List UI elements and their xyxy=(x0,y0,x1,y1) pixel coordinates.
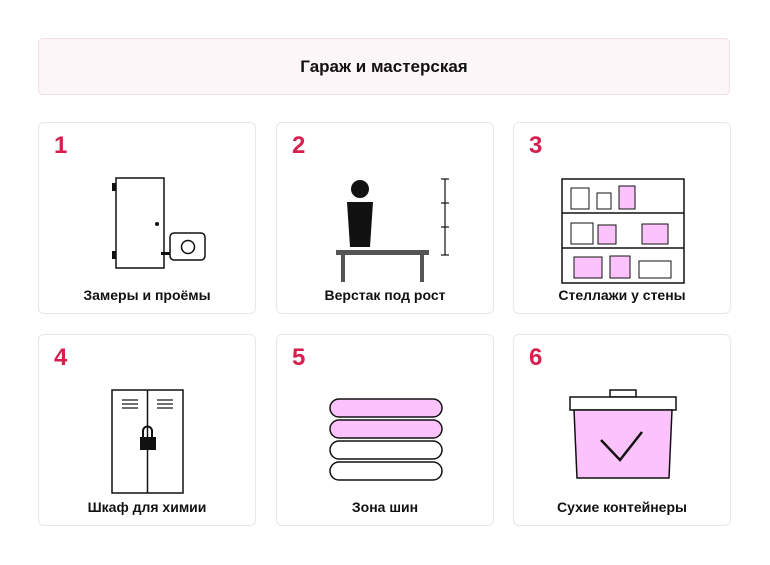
card-number: 2 xyxy=(292,132,306,159)
card-label: Шкаф для химии xyxy=(87,499,207,515)
tire-stack-icon xyxy=(329,398,443,481)
card-label: Верстак под рост xyxy=(324,287,446,303)
door-measure-icon xyxy=(112,177,206,269)
card-label: Замеры и проёмы xyxy=(83,287,211,303)
card-number: 5 xyxy=(292,344,306,371)
dry-container-icon xyxy=(569,389,677,479)
card-number: 4 xyxy=(54,344,68,371)
workbench-height-icon xyxy=(336,178,449,282)
card-dry-containers[interactable]: 6 Сухие контейнеры xyxy=(513,334,731,526)
card-number: 3 xyxy=(529,132,543,159)
card-shelving[interactable]: 3 Стеллажи у стены xyxy=(513,122,731,314)
card-label: Зона шин xyxy=(351,499,419,515)
card-number: 6 xyxy=(529,344,543,371)
page-header: Гараж и мастерская xyxy=(38,38,730,95)
card-tire-zone[interactable]: 5 Зона шин xyxy=(276,334,494,526)
card-label: Стеллажи у стены xyxy=(558,287,686,303)
card-workbench[interactable]: 2 Верстак под рост xyxy=(276,122,494,314)
locked-cabinet-icon xyxy=(111,389,184,494)
card-number: 1 xyxy=(54,132,68,159)
wall-shelving-icon xyxy=(561,178,685,284)
card-measurements[interactable]: 1 Замеры и проёмы xyxy=(38,122,256,314)
card-chemical-cabinet[interactable]: 4 Шкаф для химии xyxy=(38,334,256,526)
card-label: Сухие контейнеры xyxy=(557,499,687,515)
page-title: Гараж и мастерская xyxy=(300,56,468,76)
